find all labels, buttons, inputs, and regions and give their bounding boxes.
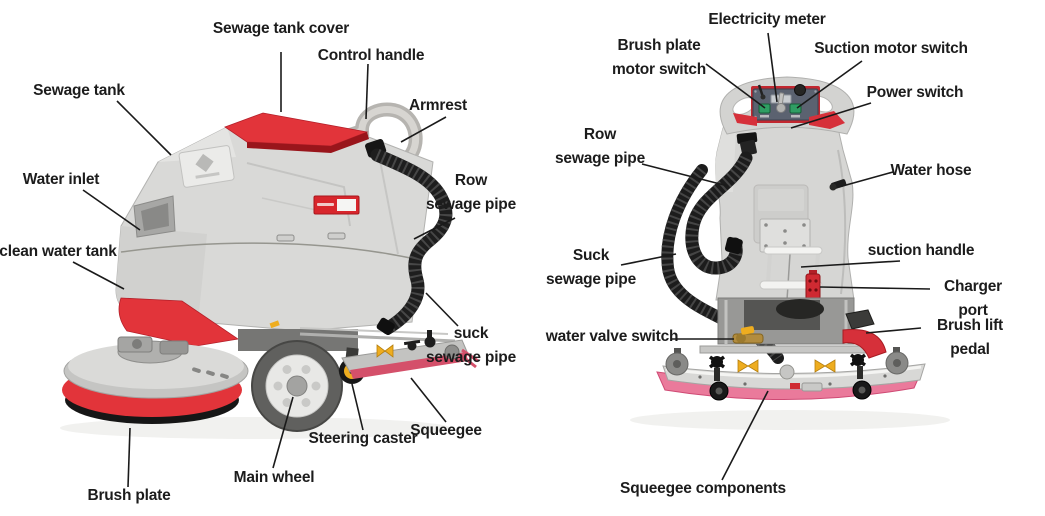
rear-view-illustration [630, 76, 950, 430]
leader-charger-port [819, 286, 931, 290]
leader-water-inlet [82, 189, 141, 231]
label-squeegee: Squeegee [410, 422, 482, 439]
tank-seam [120, 242, 421, 261]
water-hose-part [829, 179, 847, 191]
leader-suction-motor-switch [796, 60, 863, 109]
leader-brush-lift-pedal [865, 327, 922, 334]
leader-brush-plate [127, 427, 131, 488]
label-row-sewage-pipe-side: Row sewage pipe [426, 172, 516, 213]
label-sewage-tank: Sewage tank [33, 82, 125, 99]
brush-housing-edge [842, 328, 887, 359]
label-control-handle: Control handle [317, 47, 425, 64]
label-armrest: Armrest [408, 97, 468, 114]
logo-plate [178, 145, 235, 188]
knob [794, 84, 806, 96]
brush-plate-part [62, 336, 249, 424]
label-water-inlet: Water inlet [22, 171, 100, 188]
leader-suck-sewage-pipe-side [425, 292, 459, 327]
label-brush-plate-motor-switch: Brush plate motor switch [611, 37, 707, 78]
label-suction-handle: suction handle [867, 242, 975, 259]
label-water-valve-switch: water valve switch [545, 328, 679, 345]
label-clean-water-tank: clean water tank [0, 243, 117, 260]
leader-steering-caster [351, 383, 364, 431]
main-wheel-part [251, 340, 343, 432]
leader-row-sewage-pipe-side [413, 217, 456, 240]
brush-lift-pedal-part [845, 309, 875, 330]
label-row-sewage-pipe-rear: Row sewage pipe [555, 126, 645, 167]
leader-armrest [400, 116, 447, 143]
red-wing [809, 111, 845, 129]
label-brush-lift-pedal: Brush lift pedal [936, 317, 1004, 358]
leader-row-sewage-pipe-rear [641, 163, 729, 187]
row-sewage-pipe-rear-part [685, 132, 758, 275]
power-switch-part [776, 103, 786, 113]
brush-housing-part [118, 297, 240, 347]
leader-lines [72, 32, 931, 488]
leader-brush-plate-motor-switch [705, 63, 766, 109]
label-squeegee-components: Squeegee components [620, 480, 786, 497]
leader-main-wheel [272, 396, 294, 469]
squeegee-components-part [656, 347, 926, 401]
side-view-illustration [60, 102, 479, 439]
leader-squeegee [410, 377, 447, 423]
squeegee-part [341, 330, 479, 379]
label-power-switch: Power switch [866, 84, 964, 101]
water-inlet-part [133, 195, 176, 238]
label-suck-sewage-pipe-rear: Suck sewage pipe [546, 247, 636, 288]
leader-power-switch [790, 102, 872, 129]
leader-water-hose [838, 171, 894, 188]
leader-suction-handle [800, 260, 901, 268]
label-main-wheel: Main wheel [233, 469, 315, 486]
ground-shadow [630, 410, 950, 430]
leader-sewage-tank [116, 100, 172, 156]
valve-handle [740, 326, 755, 335]
label-suction-motor-switch: Suction motor switch [814, 40, 968, 57]
label-brush-plate: Brush plate [87, 487, 171, 504]
latch [276, 234, 295, 242]
label-electricity-meter: Electricity meter [708, 11, 826, 28]
sewage-tank-cover-part [224, 112, 369, 153]
leader-clean-water-tank [72, 261, 125, 290]
leader-suck-sewage-pipe-rear [620, 253, 677, 266]
red-wing [733, 113, 757, 126]
leader-electricity-meter [767, 32, 778, 103]
rear-chassis-part [699, 297, 887, 359]
leader-squeegee-components [721, 390, 769, 481]
label-water-hose: Water hose [890, 162, 972, 179]
label-charger-port: Charger port [943, 278, 1003, 319]
label-sewage-tank-cover: Sewage tank cover [212, 20, 350, 37]
leader-control-handle [365, 63, 369, 120]
control-handle-part [719, 76, 855, 135]
latch [327, 232, 346, 240]
label-suck-sewage-pipe-side: suck sewage pipe [426, 325, 516, 366]
model-label [313, 195, 360, 215]
charger-port-part [805, 270, 821, 301]
label-steering-caster: Steering caster [308, 430, 418, 447]
rear-body-part [715, 122, 855, 301]
row-sewage-pipe-part [365, 139, 453, 336]
